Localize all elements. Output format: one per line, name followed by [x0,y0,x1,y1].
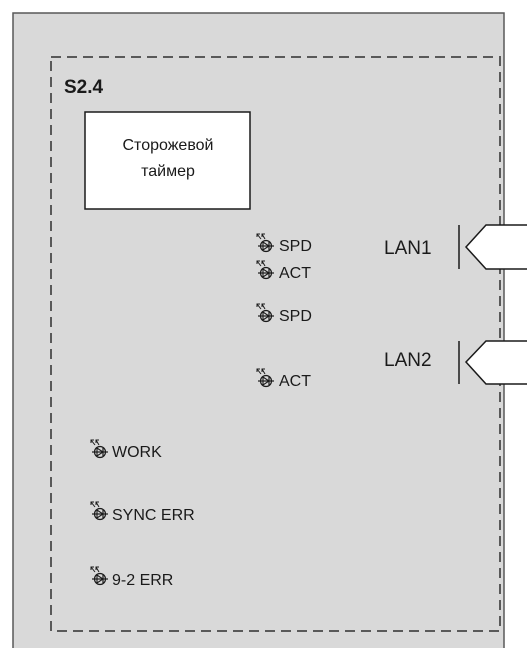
lan1-led-act: ACT [279,265,311,282]
lan2-led-spd: SPD [279,308,312,325]
rj45-connector-icon [458,224,527,270]
lan1-led-spd: SPD [279,238,312,255]
watchdog-label-line1: Сторожевой [123,137,214,154]
outer-panel [12,12,505,648]
status-led-work: WORK [112,444,162,461]
watchdog-label-line2: таймер [141,163,195,180]
status-led-sync-err: SYNC ERR [112,507,195,524]
lan1-label: LAN1 [384,238,432,259]
module-title: S2.4 [64,77,104,98]
watchdog-box [84,111,251,210]
status-led-9-2-err: 9-2 ERR [112,572,173,589]
rj45-connector-icon [458,340,527,385]
lan2-label: LAN2 [384,350,432,371]
lan2-led-act: ACT [279,373,311,390]
